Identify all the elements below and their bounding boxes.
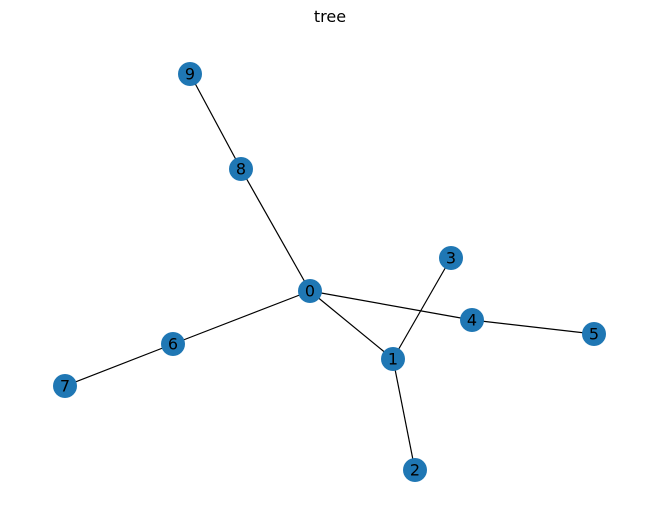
edge-0-6 [172, 290, 311, 345]
node-9: 9 [178, 62, 202, 86]
node-label-2: 2 [410, 461, 420, 480]
node-circle-2 [403, 458, 427, 482]
node-circle-3 [439, 246, 463, 270]
node-circle-7 [53, 374, 77, 398]
node-label-1: 1 [388, 350, 398, 369]
graph-title: tree [313, 7, 347, 26]
node-circle-6 [161, 332, 185, 356]
node-circle-1 [381, 347, 405, 371]
node-circle-0 [298, 279, 322, 303]
node-4: 4 [460, 308, 484, 332]
edge-1-2 [392, 358, 416, 471]
node-0: 0 [298, 279, 322, 303]
edge-6-7 [64, 343, 174, 387]
edge-4-5 [471, 319, 595, 335]
node-3: 3 [439, 246, 463, 270]
node-2: 2 [403, 458, 427, 482]
node-circle-5 [582, 322, 606, 346]
edge-0-1 [309, 290, 394, 360]
node-label-3: 3 [446, 249, 456, 268]
edge-8-9 [189, 73, 242, 170]
node-8: 8 [229, 157, 253, 181]
edges-layer [64, 73, 595, 471]
node-circle-8 [229, 157, 253, 181]
edge-0-8 [240, 168, 311, 292]
node-label-7: 7 [60, 377, 70, 396]
nodes-layer: 0 1 2 3 4 5 6 7 8 9 [53, 62, 606, 482]
edge-0-4 [309, 290, 473, 321]
node-circle-9 [178, 62, 202, 86]
node-label-6: 6 [168, 335, 178, 354]
edge-1-3 [392, 257, 452, 360]
node-label-4: 4 [467, 311, 477, 330]
node-label-8: 8 [236, 160, 246, 179]
node-1: 1 [381, 347, 405, 371]
node-label-9: 9 [185, 65, 195, 84]
node-label-5: 5 [589, 325, 599, 344]
node-label-0: 0 [305, 282, 315, 301]
node-7: 7 [53, 374, 77, 398]
node-circle-4 [460, 308, 484, 332]
node-6: 6 [161, 332, 185, 356]
node-5: 5 [582, 322, 606, 346]
